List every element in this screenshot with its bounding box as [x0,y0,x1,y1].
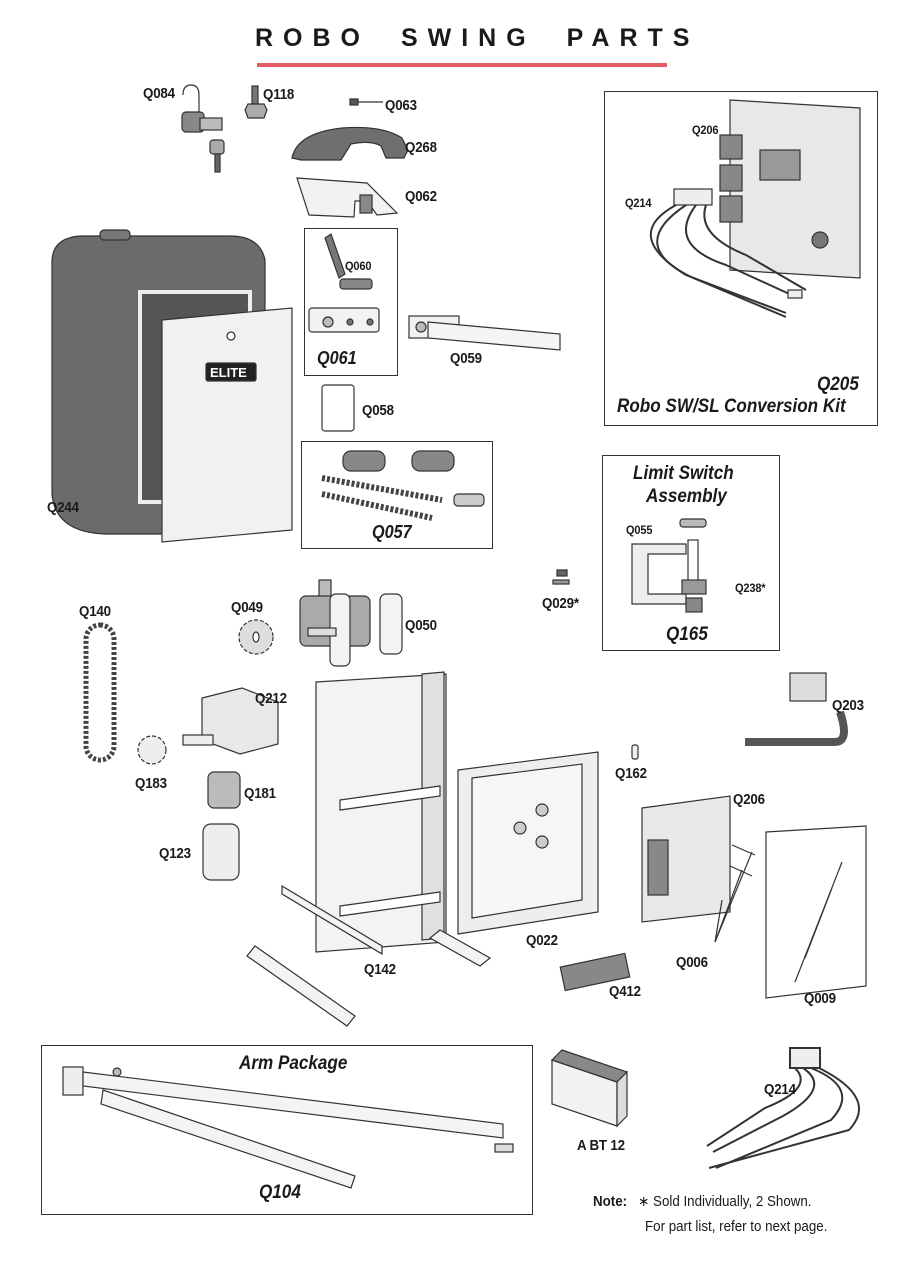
limit-cam-drawing [552,569,570,585]
small-sprocket-drawing [137,735,167,765]
part-label-q244: Q244 [47,500,79,516]
part-label-q212: Q212 [255,691,287,707]
part-label-q057: Q057 [372,522,412,542]
limit-switch-box [602,455,780,651]
part-label-q060: Q060 [345,259,372,273]
part-label-q049: Q049 [231,600,263,616]
part-label-q050: Q050 [405,618,437,634]
lock-cylinder-drawing [181,84,225,173]
conversion-kit-title: Robo SW/SL Conversion Kit [617,396,846,417]
wire-harness-drawing [706,1047,860,1169]
part-label-q055: Q055 [626,523,653,537]
spacer-drawing [321,384,355,432]
part-label-q118: Q118 [263,87,295,103]
part-label-q206: Q206 [733,792,765,808]
part-label-q214-kit: Q214 [625,196,652,210]
operator-housing-drawing: ELITE [51,229,293,543]
part-label-q142: Q142 [364,962,396,978]
top-cover-drawing [291,126,409,161]
part-label-q059: Q059 [450,351,482,367]
q057-box [301,441,493,549]
limit-switch-drawing [631,518,707,613]
part-label-q062: Q062 [405,189,437,205]
cover-insert-drawing [296,177,399,218]
part-label-q183: Q183 [135,776,167,792]
note-line1: Note: ∗ Sold Individually, 2 Shown. [593,1194,812,1210]
part-label-q084: Q084 [143,86,175,102]
clear-cover-drawing [765,825,867,999]
chain-sprocket-kit-drawing [321,450,485,521]
terminal-block-drawing [559,952,631,992]
control-board-drawing [641,795,756,923]
page-title: ROBO SWING PARTS [255,24,700,52]
fuse-drawing [631,744,639,760]
screw-drawing [349,98,383,106]
key-drawing [244,85,268,119]
conversion-kit-board-drawing [649,99,861,318]
part-label-q205: Q205 [817,374,859,395]
part-label-q412: Q412 [609,984,641,1000]
motor-drawing [202,823,240,881]
limit-switch-title-line1: Limit Switch [633,463,734,484]
part-label-q206-kit: Q206 [692,123,719,137]
output-arm-drawing [408,315,561,351]
part-label-q009: Q009 [804,991,836,1007]
limit-switch-title-line2: Assembly [646,486,727,507]
battery-drawing [550,1049,629,1128]
part-label-q181: Q181 [244,786,276,802]
part-label-q022: Q022 [526,933,558,949]
q061-box [304,228,398,376]
elite-badge-text: ELITE [210,365,247,380]
arm-package-box [41,1045,533,1215]
note-text-1: ∗ Sold Individually, 2 Shown. [638,1194,812,1210]
part-label-q029: Q029* [542,596,579,612]
arm-package-title: Arm Package [239,1053,348,1074]
part-label-q140: Q140 [79,604,111,620]
part-label-q165: Q165 [666,624,708,645]
mounting-frame-drawing [246,671,492,1027]
part-label-q061: Q061 [317,348,357,368]
part-label-q063: Q063 [385,98,417,114]
coupling-drawing [207,771,241,809]
control-box-drawing [457,751,599,935]
part-label-q203: Q203 [832,698,864,714]
conversion-kit-box [604,91,878,426]
harness-connector-drawing [745,672,848,746]
note-line2: For part list, refer to next page. [645,1219,828,1235]
arm-package-drawing [62,1066,514,1189]
part-label-q058: Q058 [362,403,394,419]
part-label-q123: Q123 [159,846,191,862]
drive-chain-drawing [83,622,117,763]
part-label-q006: Q006 [676,955,708,971]
title-underline [257,63,667,67]
part-label-abt12: A BT 12 [577,1138,625,1154]
note-label: Note: [593,1194,628,1210]
part-label-q104: Q104 [259,1182,301,1203]
reduction-gearbox-drawing [182,687,279,755]
release-handle-drawing [308,233,380,333]
gearbox-drawing [299,579,403,667]
part-label-q268: Q268 [405,140,437,156]
part-label-q238: Q238* [735,581,766,595]
part-label-q162: Q162 [615,766,647,782]
part-label-q214: Q214 [764,1082,796,1098]
